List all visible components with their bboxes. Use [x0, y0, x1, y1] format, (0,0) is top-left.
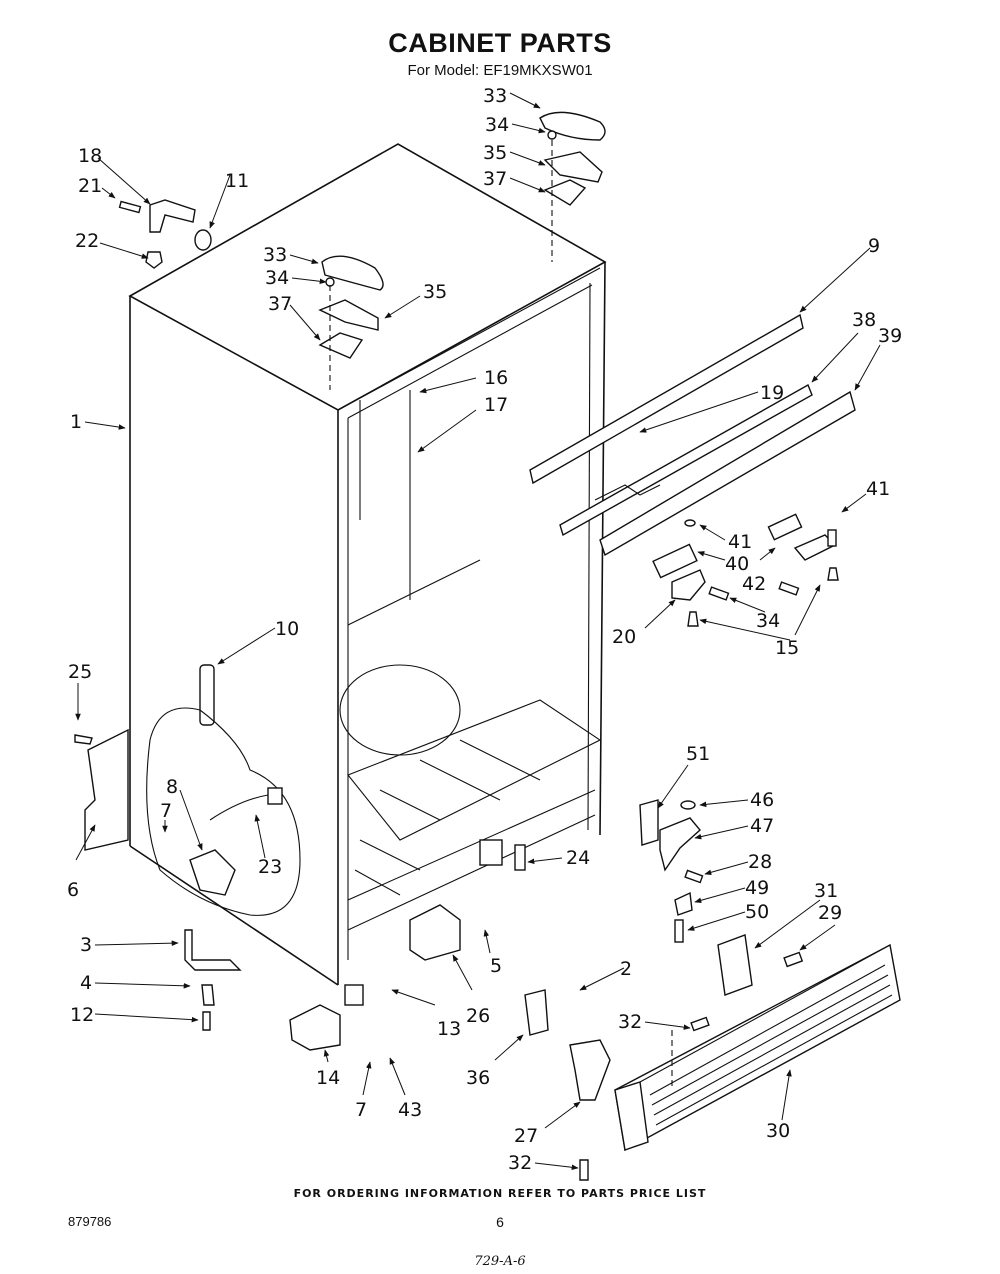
callout-4: 4	[80, 972, 92, 994]
callout-6: 6	[67, 879, 79, 901]
callout-7: 7	[160, 800, 172, 822]
callout-34: 34	[265, 267, 289, 289]
callout-25: 25	[68, 661, 92, 683]
model-subtitle: For Model: EF19MKXSW01	[407, 62, 593, 79]
callout-37: 37	[483, 168, 507, 190]
callout-23: 23	[258, 856, 282, 878]
handwritten-code: 729-A-6	[474, 1254, 526, 1269]
middle-hinge-parts	[652, 513, 839, 627]
callout-5: 5	[490, 955, 502, 977]
callout-33: 33	[263, 244, 287, 266]
lower-left-parts	[184, 839, 526, 1051]
callout-3: 3	[80, 934, 92, 956]
callout-1: 1	[70, 411, 82, 433]
gasket-rail-assembly	[529, 313, 856, 557]
page-number: 6	[496, 1214, 504, 1230]
callout-15: 15	[775, 637, 799, 659]
callout-51: 51	[686, 743, 710, 765]
callout-labels: 33 34 35 37 18 21 11 22 33 34 37 35 9 38…	[67, 85, 902, 1174]
page-title: CABINET PARTS	[388, 28, 612, 58]
callout-11: 11	[225, 170, 249, 192]
callout-43: 43	[398, 1099, 422, 1121]
callout-32: 32	[618, 1011, 642, 1033]
top-hinge-assembly-rear	[539, 111, 606, 262]
callout-32: 32	[508, 1152, 532, 1174]
callout-40: 40	[725, 553, 749, 575]
top-hinge-assembly-front	[318, 255, 384, 390]
callout-13: 13	[437, 1018, 461, 1040]
callout-42: 42	[742, 573, 766, 595]
callout-31: 31	[814, 880, 838, 902]
callout-38: 38	[852, 309, 876, 331]
callout-9: 9	[868, 235, 880, 257]
callout-14: 14	[316, 1067, 340, 1089]
callout-27: 27	[514, 1125, 538, 1147]
callout-19: 19	[760, 382, 784, 404]
callout-20: 20	[612, 626, 636, 648]
lower-right-hinge-parts	[524, 799, 804, 1101]
callout-8: 8	[166, 776, 178, 798]
callout-47: 47	[750, 815, 774, 837]
callout-2: 2	[620, 958, 632, 980]
callout-10: 10	[275, 618, 299, 640]
callout-21: 21	[78, 175, 102, 197]
callout-26: 26	[466, 1005, 490, 1027]
electrical-components	[74, 664, 301, 916]
callout-46: 46	[750, 789, 774, 811]
callout-22: 22	[75, 230, 99, 252]
ordering-note: FOR ORDERING INFORMATION REFER TO PARTS …	[293, 1187, 707, 1200]
callout-28: 28	[748, 851, 772, 873]
callout-12: 12	[70, 1004, 94, 1026]
toe-grille	[614, 943, 901, 1152]
callout-39: 39	[878, 325, 902, 347]
callout-33: 33	[483, 85, 507, 107]
callout-36: 36	[466, 1067, 490, 1089]
callout-41: 41	[728, 531, 752, 553]
callout-34: 34	[756, 610, 780, 632]
callout-35: 35	[483, 142, 507, 164]
callout-16: 16	[484, 367, 508, 389]
door-stop-assembly	[118, 199, 212, 269]
document-number: 879786	[68, 1214, 112, 1229]
callout-24: 24	[566, 847, 590, 869]
callout-37: 37	[268, 293, 292, 315]
callout-29: 29	[818, 902, 842, 924]
callout-30: 30	[766, 1120, 790, 1142]
callout-49: 49	[745, 877, 769, 899]
cabinet-shell	[128, 143, 607, 986]
callout-34: 34	[485, 114, 509, 136]
callout-7: 7	[355, 1099, 367, 1121]
callout-17: 17	[484, 394, 508, 416]
callout-18: 18	[78, 145, 102, 167]
callout-50: 50	[745, 901, 769, 923]
grille-screws	[579, 1016, 710, 1181]
leader-lines	[75, 92, 881, 1171]
callout-35: 35	[423, 281, 447, 303]
callout-41: 41	[866, 478, 890, 500]
